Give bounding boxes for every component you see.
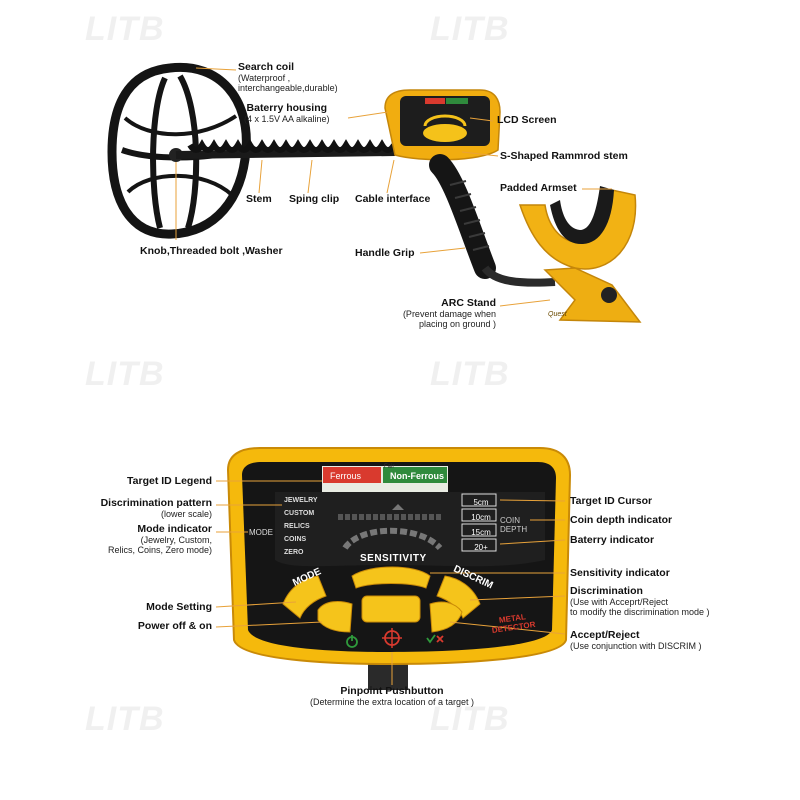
control-panel-graphic [226,447,572,690]
target-id-legend-label: Target ID Legend [127,475,212,487]
accept-reject-button[interactable] [430,602,462,632]
svg-text:Quest: Quest [548,311,568,318]
handle-graphic [429,154,556,287]
cable-interface-label: Cable interface [355,193,431,205]
ferrous-label: Ferrous [330,471,362,481]
mode-item: JEWELRY [284,497,318,504]
coin-depth-indicator-label: Coin depth indicator [570,514,673,526]
discrimination-label: Discrimination (Use with Acceprt/Reject … [570,585,710,618]
arc-stand-label: ARC Stand (Prevent damage when placing o… [402,297,496,330]
reject-icon [436,635,444,643]
stem-graphic [175,139,397,159]
depth-item: 15cm [471,528,491,537]
fair-label: Fair [384,464,395,470]
mode-list: JEWELRY CUSTOM RELICS COINS ZERO [284,494,334,559]
search-coil-label: Search coil (Waterproof , interchangeabl… [238,61,338,94]
watermark: LITB [85,10,165,48]
armrest-graphic: Quest [518,186,642,323]
battery-housing-label: Baterry housing (4 x 1.5V AA alkaline) [244,102,330,125]
depth-item: 5cm [473,498,489,507]
mode-indicator-label: Mode indicator (Jewelry, Custom, Relics,… [107,523,212,556]
power-label: Power off & on [137,620,212,632]
control-box-graphic [384,89,501,161]
watermark: LITB [430,700,510,738]
mode-item: ZERO [284,549,304,556]
top-leader-lines [175,67,612,307]
mode-item: RELICS [284,523,310,530]
sensitivity-button[interactable] [352,566,430,588]
coin-depth-tag: COIN DEPTH [500,516,528,534]
power-button[interactable] [318,602,352,632]
watermark: LITB [85,700,165,738]
target-id-cursor-label: Target ID Cursor [570,495,653,507]
lcd-screen-label: LCD Screen [497,114,557,126]
stem-label: Stem [246,193,272,205]
handle-grip-label: Handle Grip [355,247,415,259]
mode-item: CUSTOM [284,510,315,517]
mode-item: COINS [284,536,307,543]
mode-setting-label: Mode Setting [146,601,212,613]
mode-tag: MODE [249,528,273,537]
depth-list: 5cm 10cm 15cm 20+ [465,495,497,555]
battery-indicator-label: Baterry indicator [570,534,655,546]
depth-item: 10cm [471,513,491,522]
knob-label: Knob,Threaded bolt ,Washer [140,245,283,257]
watermark: LITB [85,355,165,393]
depth-item: 20+ [474,543,488,552]
padded-armset-label: Padded Armset [500,182,577,194]
accept-reject-label: Accept/Reject (Use conjunction with DISC… [570,629,702,652]
spring-clip-label: Sping clip [289,193,340,205]
pinpoint-label: Pinpoint Pushbutton (Determine the extra… [309,685,475,708]
bottom-leader-lines [215,480,566,685]
watermark: LITB [430,10,510,48]
discrimination-pattern-label: Discrimination pattern (lower scale) [100,497,212,520]
s-shaped-stem-label: S-Shaped Rammrod stem [500,150,628,162]
sensitivity-button-label: SENSITIVITY [360,553,427,564]
watermark: LITB [430,355,510,393]
pinpoint-button[interactable] [362,596,420,622]
non-ferrous-label: Non-Ferrous [390,471,444,481]
sensitivity-indicator-label: Sensitivity indicator [570,567,670,579]
accept-icon [426,634,436,644]
